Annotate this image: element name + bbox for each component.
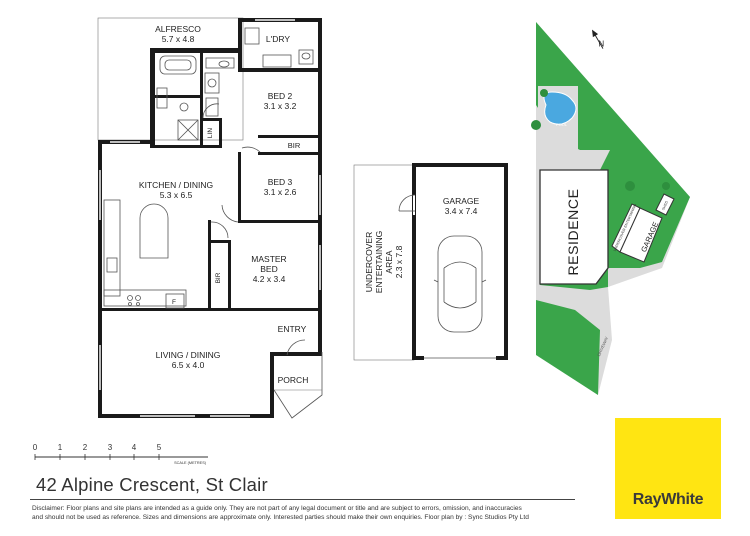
bed2-size: 3.1 x 3.2 xyxy=(264,101,297,111)
bed3-size: 3.1 x 2.6 xyxy=(264,187,297,197)
scale-caption: SCALE (METRES) xyxy=(174,461,207,465)
pool-shape xyxy=(543,91,577,125)
footer-divider xyxy=(30,499,575,500)
fridge-label: F xyxy=(172,299,176,306)
pool-label: POOL xyxy=(556,122,568,127)
scale-tick-4: 4 xyxy=(132,443,137,452)
undercover-label-3: AREA xyxy=(384,250,394,273)
scale-tick-0: 0 xyxy=(33,443,38,452)
north-label: N xyxy=(598,40,604,49)
master-label-2: BED xyxy=(260,264,277,274)
living-label: LIVING / DINING xyxy=(156,350,221,360)
site-shed-label: SHED xyxy=(661,200,669,211)
bir-master-label: BIR xyxy=(215,272,222,283)
disclaimer-text: Disclaimer: Floor plans and site plans a… xyxy=(32,505,592,522)
property-address: 42 Alpine Crescent, St Clair xyxy=(36,474,268,495)
kitchen-island xyxy=(139,203,169,259)
site-shed-footprint xyxy=(655,193,675,216)
residence-footprint xyxy=(539,169,609,285)
master-size: 4.2 x 3.4 xyxy=(253,274,286,284)
site-garage-footprint xyxy=(619,207,663,263)
kitchen-label: KITCHEN / DINING xyxy=(139,180,213,190)
alfresco-outline xyxy=(97,17,244,141)
scale-bar: 0 1 2 3 4 5 SCALE (METRES) xyxy=(33,443,208,465)
scale-tick-2: 2 xyxy=(83,443,88,452)
garage-size: 3.4 x 7.4 xyxy=(445,206,478,216)
undercover-size: 2.3 x 7.8 xyxy=(394,245,404,278)
entry-label: ENTRY xyxy=(278,324,307,334)
undercover-label-2: ENTERTAINING xyxy=(374,231,384,294)
living-size: 6.5 x 4.0 xyxy=(172,360,205,370)
undercover-label-1: UNDERCOVER xyxy=(364,232,374,292)
master-label: MASTER xyxy=(251,254,286,264)
car-icon xyxy=(433,235,487,333)
raywhite-logo[interactable]: RayWhite xyxy=(615,418,721,519)
kitchen-size: 5.3 x 6.5 xyxy=(160,190,193,200)
laundry-label: L'DRY xyxy=(266,34,290,44)
garage-plan: GARAGE 3.4 x 7.4 UNDERCOVER ENTERTAINING… xyxy=(353,163,508,361)
scale-tick-1: 1 xyxy=(58,443,63,452)
raywhite-logo-text: RayWhite xyxy=(632,491,704,508)
linen-label: LIN xyxy=(207,128,214,138)
disclaimer-line-1: Disclaimer: Floor plans and site plans a… xyxy=(32,505,522,512)
alfresco-size: 5.7 x 4.8 xyxy=(162,34,195,44)
scale-tick-5: 5 xyxy=(157,443,162,452)
residence-label: RESIDENCE xyxy=(565,188,581,275)
scale-tick-3: 3 xyxy=(108,443,113,452)
bed3-label: BED 3 xyxy=(268,177,293,187)
house-floor-plan: ALFRESCO 5.7 x 4.8 L'DRY BED 2 3.1 x 3.2… xyxy=(97,17,323,419)
disclaimer-line-2: and should not be used as reference. Siz… xyxy=(32,513,529,521)
site-plan: POOL RESIDENCE UNDERCOVER ENTERTAINING G… xyxy=(531,22,690,395)
north-arrow-icon: N xyxy=(592,29,604,49)
garage-label: GARAGE xyxy=(443,196,480,206)
bir-top-label: BIR xyxy=(288,141,301,150)
bed2-label: BED 2 xyxy=(268,91,293,101)
alfresco-label: ALFRESCO xyxy=(155,24,201,34)
porch-label: PORCH xyxy=(278,375,309,385)
